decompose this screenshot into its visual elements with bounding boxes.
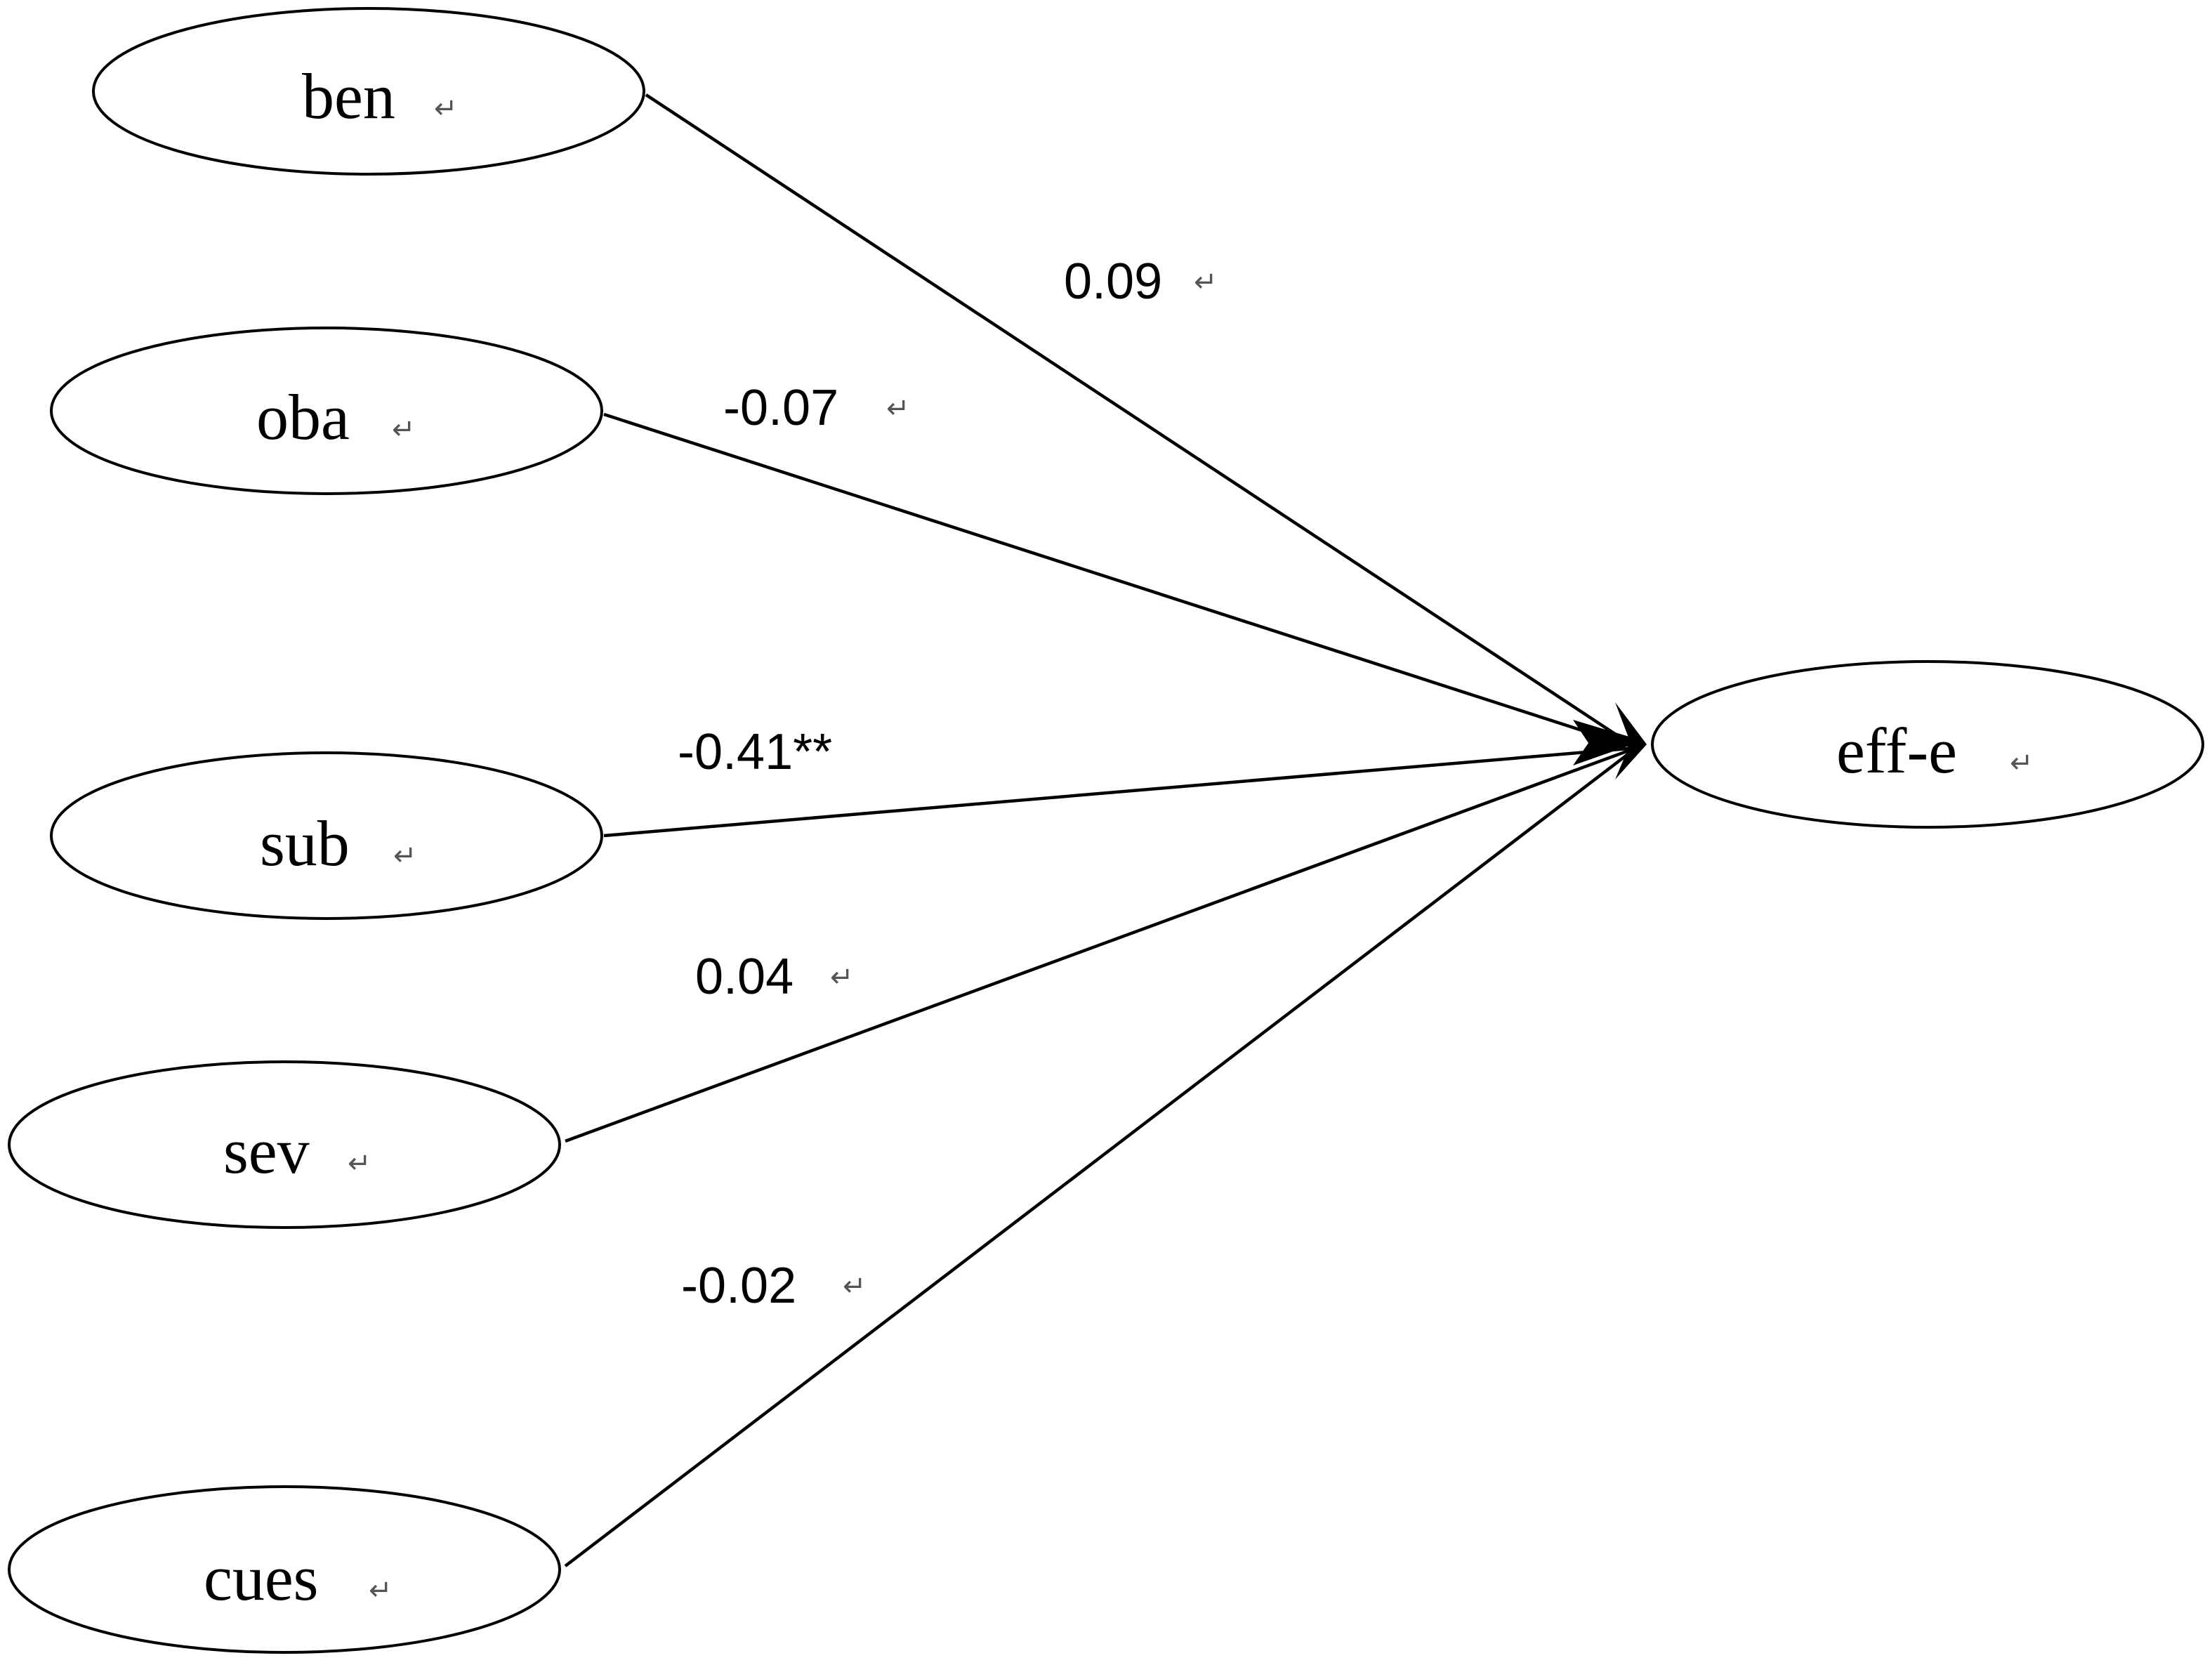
arrowhead-eff-e bbox=[1573, 720, 1643, 765]
edge-label-cues: -0.02 bbox=[681, 1258, 796, 1314]
edge-label-sev: 0.04 bbox=[695, 949, 794, 1005]
node-ellipse bbox=[50, 751, 603, 920]
node-ellipse bbox=[1651, 660, 2204, 829]
node-label-oba: oba bbox=[256, 381, 350, 453]
paragraph-mark: ↵ bbox=[393, 840, 417, 872]
node-sub: sub ↵ bbox=[50, 751, 603, 920]
node-cues: cues ↵ bbox=[8, 1485, 561, 1654]
node-label-cues: cues bbox=[204, 1542, 318, 1614]
edge-labels: 0.09 ↵ -0.07 ↵ -0.41** 0.04 ↵ -0.02 ↵ bbox=[678, 254, 1218, 1314]
node-label-sev: sev bbox=[223, 1115, 310, 1187]
node-ellipse bbox=[50, 327, 603, 495]
edge-label-ben: 0.09 bbox=[1064, 254, 1162, 310]
edge-cues-to-eff-e bbox=[564, 746, 1638, 1567]
edge-label-sub: -0.41** bbox=[678, 724, 832, 780]
node-label-sub: sub bbox=[260, 808, 350, 879]
paragraph-mark: ↵ bbox=[830, 961, 854, 994]
node-sev: sev ↵ bbox=[8, 1060, 561, 1229]
paragraph-mark: ↵ bbox=[843, 1270, 867, 1303]
edges bbox=[564, 93, 1647, 1567]
paragraph-mark: ↵ bbox=[392, 414, 416, 446]
node-label-eff-e: eff-e bbox=[1836, 715, 1957, 787]
node-oba: oba ↵ bbox=[50, 327, 603, 495]
node-ellipse bbox=[92, 7, 645, 176]
paragraph-mark: ↵ bbox=[348, 1147, 371, 1180]
node-ellipse bbox=[8, 1060, 561, 1229]
paragraph-mark: ↵ bbox=[434, 93, 458, 125]
edge-oba-to-eff-e bbox=[603, 412, 1637, 750]
paragraph-mark: ↵ bbox=[1194, 266, 1218, 298]
paragraph-mark: ↵ bbox=[886, 393, 910, 425]
edge-ben-to-eff-e bbox=[645, 93, 1638, 749]
node-label-ben: ben bbox=[302, 60, 395, 132]
edge-sub-to-eff-e bbox=[603, 746, 1637, 838]
edge-sev-to-eff-e bbox=[565, 746, 1637, 1143]
paragraph-mark: ↵ bbox=[369, 1574, 393, 1607]
arrowhead-wedge bbox=[1615, 702, 1647, 779]
paragraph-mark: ↵ bbox=[2010, 747, 2034, 779]
node-ben: ben ↵ bbox=[92, 7, 645, 176]
node-ellipse bbox=[8, 1485, 561, 1654]
edge-label-oba: -0.07 bbox=[723, 380, 838, 436]
node-eff-e: eff-e ↵ bbox=[1651, 660, 2204, 829]
